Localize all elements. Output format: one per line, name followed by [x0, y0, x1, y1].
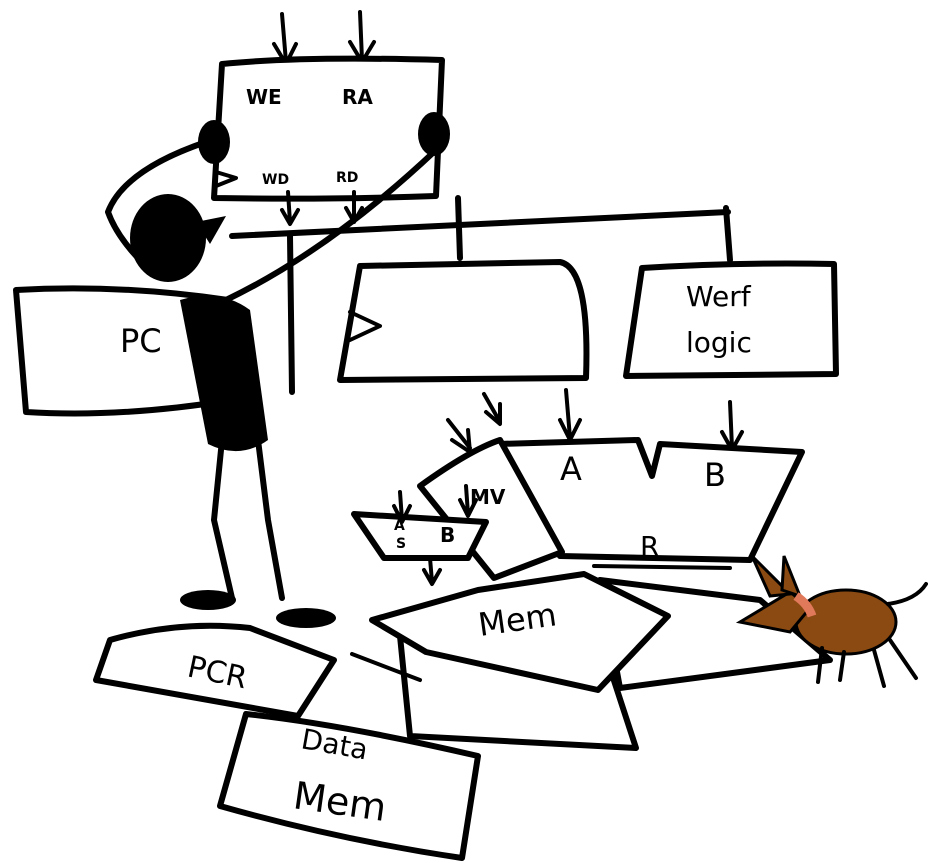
figure-torso: [180, 295, 268, 452]
pcr-paper: [93, 622, 337, 719]
small-mux-a-label: A: [394, 518, 405, 534]
alu-b-label: B: [704, 456, 726, 494]
figure-right-hand: [418, 112, 450, 156]
register-file: WE RA WD RD: [211, 55, 445, 226]
fallen-papers: PCR Mem Data Mem: [93, 571, 833, 861]
dog: [735, 554, 928, 688]
wd-label: WD: [262, 172, 289, 188]
figure-left-hand: [198, 120, 230, 164]
small-mux: A S B: [351, 490, 489, 586]
pipeline-register: [337, 259, 590, 383]
pc-label: PC: [120, 322, 162, 360]
mem-paper: [369, 571, 671, 693]
dog-body: [794, 588, 898, 656]
alu-r-label: R: [640, 530, 659, 563]
werf-logic-box: Werf logic: [623, 260, 839, 379]
rd-label: RD: [336, 170, 358, 186]
mv-mux: MV: [417, 437, 565, 581]
mv-label: MV: [470, 485, 506, 509]
small-mux-s-label: S: [396, 536, 406, 552]
figure-head: [130, 194, 206, 282]
alu: A B R: [495, 437, 805, 570]
we-label: WE: [246, 85, 282, 109]
data-mem-paper: [217, 711, 481, 861]
logic-label: logic: [686, 326, 752, 359]
stick-figure: [105, 112, 450, 628]
ra-label: RA: [342, 85, 373, 109]
small-mux-b-label: B: [440, 523, 455, 547]
dog-collar: [793, 592, 817, 618]
werf-label: Werf: [686, 280, 752, 313]
alu-a-label: A: [560, 450, 582, 488]
